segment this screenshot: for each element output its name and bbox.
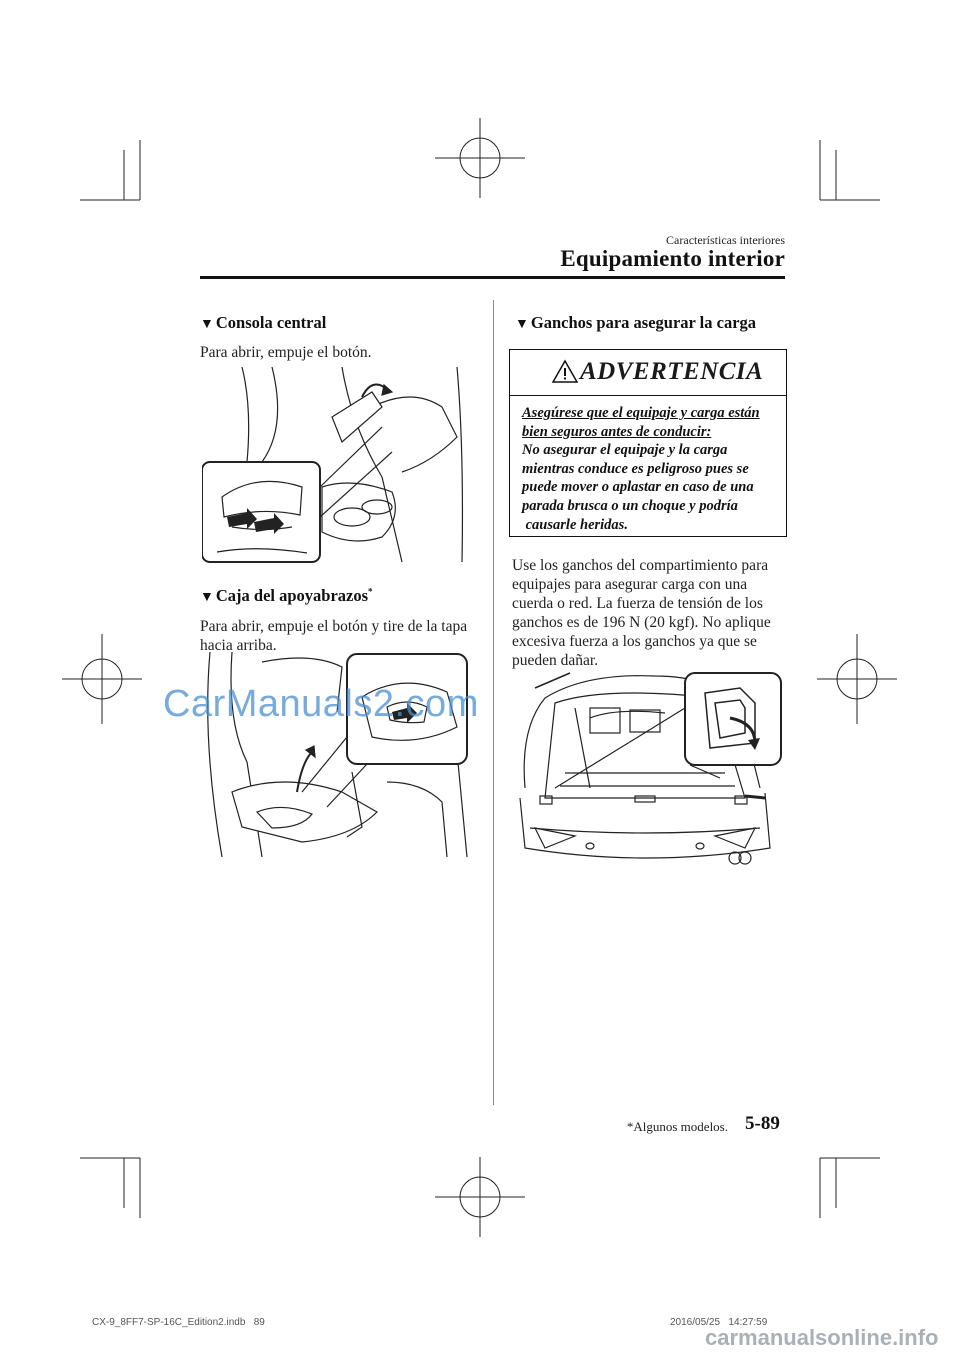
warning-body-line: puede mover o aplastar en caso de una (522, 479, 754, 496)
warning-body-line: causarle heridas. (522, 516, 628, 533)
warning-body: Asegúrese que el equipaje y carga están … (522, 404, 784, 534)
triangle-bullet-icon: ▼ (515, 317, 529, 332)
armrest-illustration (207, 652, 468, 857)
heading-armrest-text: Caja del apoyabrazos (215, 586, 369, 605)
console-illustration (202, 367, 464, 563)
hooks-text-line: Use los ganchos del compartimiento para (512, 557, 769, 574)
hooks-text-line: excesiva fuerza a los ganchos ya que se (512, 633, 757, 650)
heading-hooks-text: Ganchos para asegurar la carga (530, 313, 757, 332)
column-divider (493, 300, 494, 1105)
page-title: Equipamiento interior (560, 246, 785, 271)
header-rule (200, 276, 785, 279)
console-text: Para abrir, empuje el botón. (200, 344, 372, 361)
warning-body-line: parada brusca o un choque y podría (522, 497, 738, 514)
cargo-hooks-illustration (519, 672, 782, 865)
imprint-file: CX-9_8FF7-SP-16C_Edition2.indb 89 (92, 1317, 265, 1328)
hooks-text-line: equipajes para asegurar carga con una (512, 576, 748, 593)
hooks-text-line: pueden dañar. (512, 652, 599, 669)
warning-emphasis-line: bien seguros antes de conducir: (522, 423, 712, 440)
section-subheader: Características interiores (666, 233, 785, 247)
heading-armrest-asterisk: * (368, 586, 373, 597)
triangle-bullet-icon: ▼ (200, 317, 214, 332)
warning-emphasis-line: Asegúrese que el equipaje y carga están (522, 405, 760, 421)
heading-hooks: ▼Ganchos para asegurar la carga (515, 313, 756, 333)
watermark: CarManuals2.com (163, 683, 479, 725)
warning-triangle-icon (551, 359, 579, 383)
hooks-text: Use los ganchos del compartimiento para … (512, 556, 771, 670)
armrest-text: Para abrir, empuje el botón y tire de la… (200, 617, 467, 655)
imprint-date: 2016/05/25 14:27:59 (670, 1317, 768, 1328)
hooks-text-line: cuerda o red. La fuerza de tensión de lo… (512, 595, 763, 612)
warning-title: ADVERTENCIA (580, 358, 764, 385)
hooks-text-line: ganchos es de 196 N (20 kgf). No aplique (512, 614, 771, 631)
heading-console-text: Consola central (215, 313, 327, 332)
armrest-text-line: Para abrir, empuje el botón y tire de la… (200, 618, 468, 635)
heading-armrest: ▼Caja del apoyabrazos* (200, 586, 373, 606)
warning-header: ADVERTENCIA (510, 350, 786, 396)
warning-body-line: No asegurar el equipaje y la carga (522, 442, 728, 459)
footnote: *Algunos modelos. (626, 1119, 728, 1134)
heading-console: ▼Consola central (200, 313, 326, 333)
page-number: 5-89 (745, 1113, 780, 1134)
armrest-text-line: hacia arriba. (200, 637, 277, 654)
warning-box: ADVERTENCIA Asegúrese que el equipaje y … (509, 349, 787, 537)
warning-body-line: mientras conduce es peligroso pues se (522, 460, 749, 477)
site-watermark: carmanualsonline.info (705, 1325, 939, 1350)
triangle-bullet-icon: ▼ (200, 590, 214, 605)
